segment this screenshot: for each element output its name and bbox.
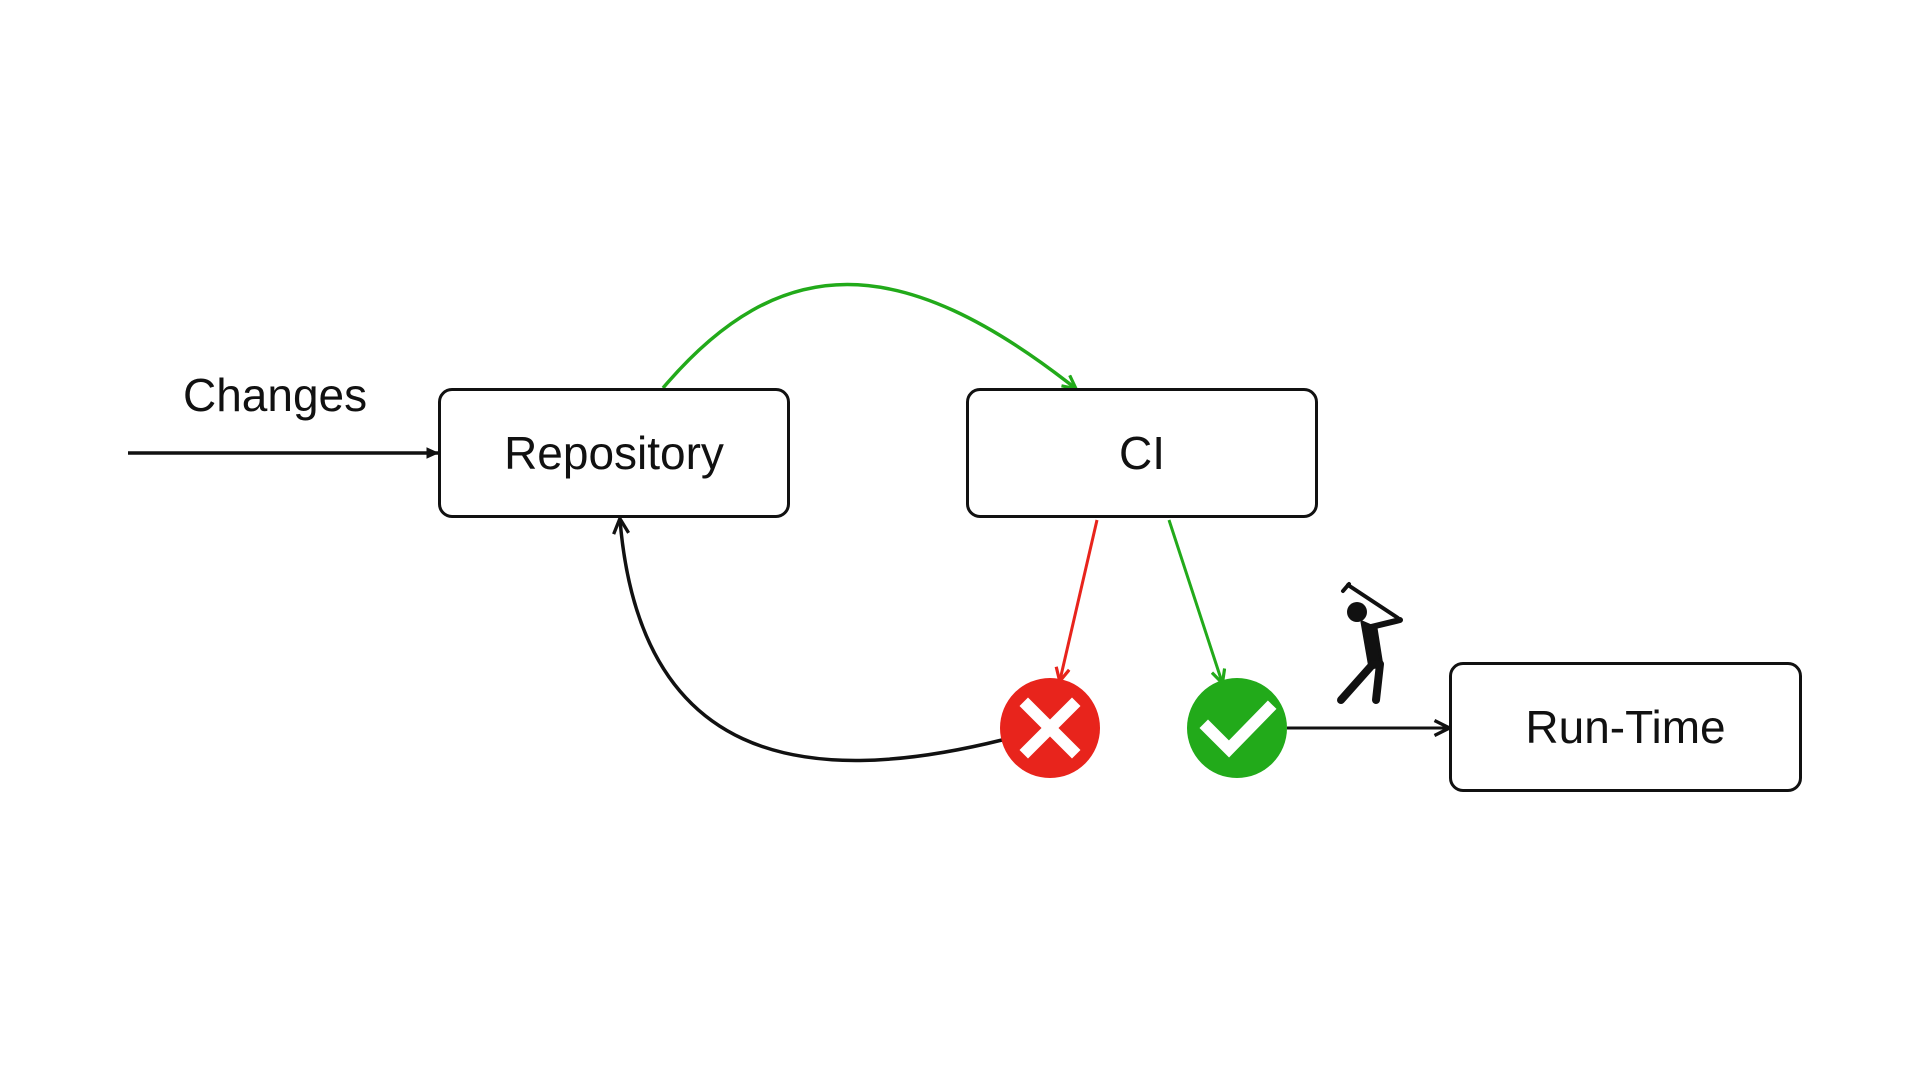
- check-circle-icon: [1187, 678, 1287, 778]
- x-circle-icon: [1000, 678, 1100, 778]
- repository-node: Repository: [438, 388, 790, 518]
- runtime-node-label: Run-Time: [1525, 701, 1726, 753]
- ci-to-fail-arrow: [1060, 519, 1099, 680]
- golfer-icon: [1337, 582, 1403, 704]
- repository-to-ci-arrow: [661, 282, 1075, 389]
- ci-to-pass-arrow: [1167, 519, 1222, 682]
- repository-node-label: Repository: [504, 427, 724, 479]
- ci-node: CI: [966, 388, 1318, 518]
- changes-label: Changes: [183, 369, 368, 421]
- runtime-node: Run-Time: [1449, 662, 1802, 792]
- fail-to-repository-arrow: [620, 520, 1003, 763]
- ci-node-label: CI: [1119, 427, 1165, 479]
